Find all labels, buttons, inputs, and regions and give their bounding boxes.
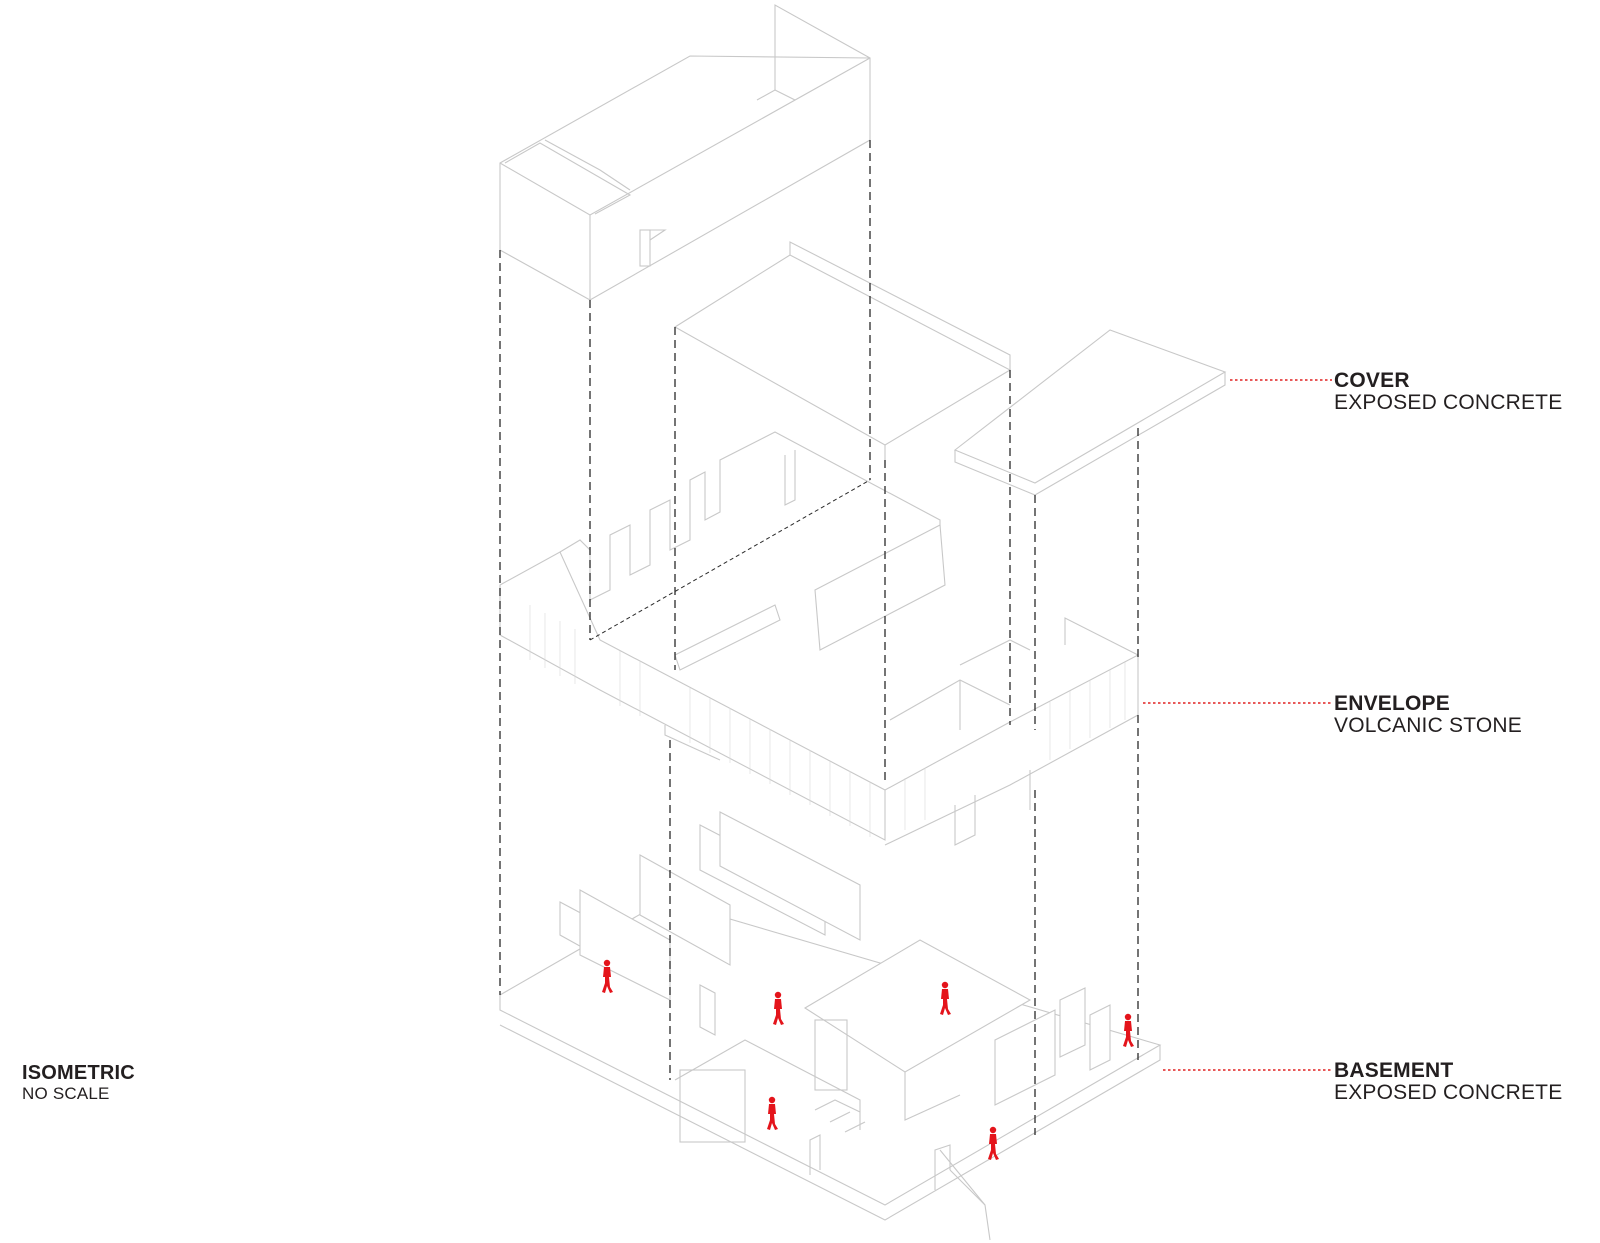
envelope-layer	[499, 431, 1139, 846]
view-title: ISOMETRIC	[22, 1062, 135, 1084]
view-subtitle: NO SCALE	[22, 1084, 110, 1103]
leader-lines	[1143, 379, 1332, 1071]
cover-title: COVER	[1334, 369, 1410, 392]
basement-label: BASEMENT EXPOSED CONCRETE	[1334, 1060, 1562, 1103]
envelope-material: VOLCANIC STONE	[1334, 714, 1522, 737]
cover-layer	[499, 4, 1227, 496]
dashed-projection-lines	[499, 140, 1139, 1135]
basement-layer	[499, 811, 1162, 1241]
envelope-title: ENVELOPE	[1334, 692, 1450, 715]
cover-material: EXPOSED CONCRETE	[1334, 391, 1563, 414]
basement-material: EXPOSED CONCRETE	[1334, 1081, 1563, 1104]
stone-hatch	[529, 605, 1126, 837]
envelope-label: ENVELOPE VOLCANIC STONE	[1334, 693, 1522, 736]
cover-label: COVER EXPOSED CONCRETE	[1334, 370, 1562, 413]
walking-person-icon	[1123, 1013, 1134, 1047]
walking-person-icon	[767, 1096, 778, 1130]
walking-person-icon	[773, 991, 784, 1025]
view-label: ISOMETRIC NO SCALE	[22, 1063, 135, 1102]
basement-title: BASEMENT	[1334, 1059, 1454, 1082]
